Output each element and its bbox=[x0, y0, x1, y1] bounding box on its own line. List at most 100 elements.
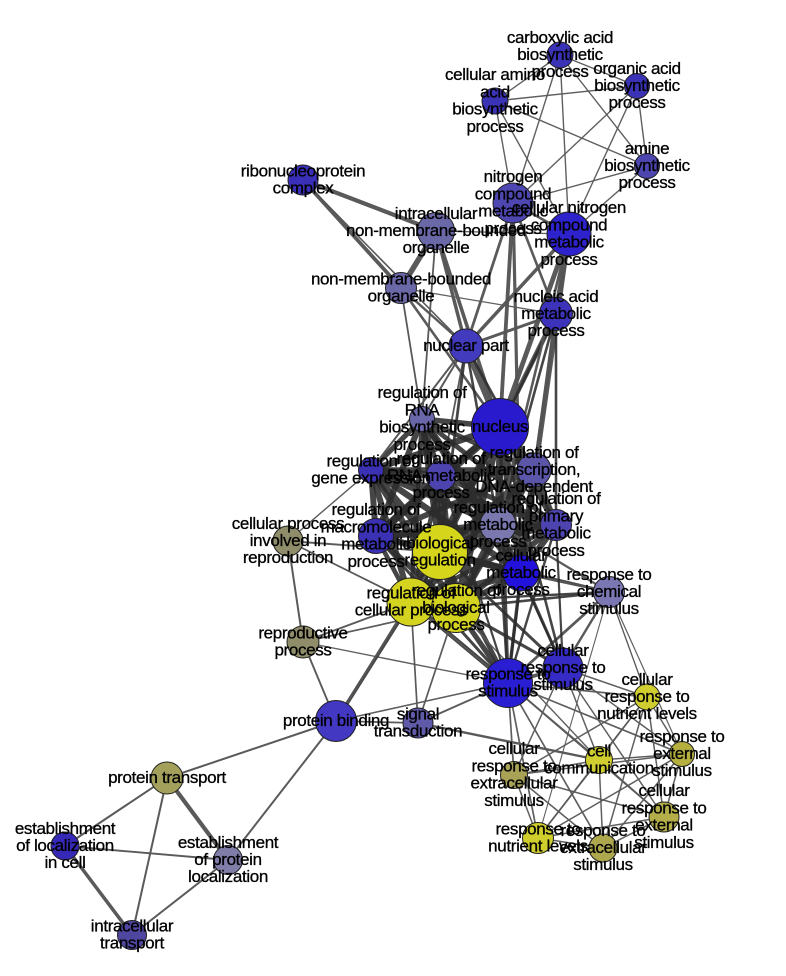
svg-text:biosynthetic: biosynthetic bbox=[452, 100, 538, 119]
svg-text:primary: primary bbox=[529, 506, 584, 525]
svg-text:regulation of: regulation of bbox=[326, 451, 416, 470]
svg-text:metabolic: metabolic bbox=[341, 535, 411, 554]
svg-text:process: process bbox=[527, 541, 584, 560]
svg-text:transduction: transduction bbox=[374, 722, 462, 741]
svg-text:macromolecule: macromolecule bbox=[321, 517, 432, 536]
svg-text:stimulus: stimulus bbox=[652, 761, 712, 780]
svg-text:process: process bbox=[466, 117, 523, 136]
svg-text:nitrogen: nitrogen bbox=[484, 167, 543, 186]
svg-text:intracellular: intracellular bbox=[395, 204, 478, 223]
svg-text:biosynthetic: biosynthetic bbox=[517, 45, 603, 64]
svg-text:of protein: of protein bbox=[194, 850, 261, 869]
svg-text:stimulus: stimulus bbox=[484, 791, 544, 810]
svg-text:cellular process: cellular process bbox=[232, 514, 345, 533]
svg-text:process: process bbox=[527, 321, 584, 340]
svg-text:regulation: regulation bbox=[404, 551, 475, 570]
svg-text:cell: cell bbox=[587, 741, 611, 760]
svg-text:extracellular: extracellular bbox=[559, 838, 647, 857]
svg-text:process: process bbox=[274, 641, 331, 660]
svg-text:response to: response to bbox=[640, 727, 725, 746]
svg-text:complex: complex bbox=[273, 179, 335, 198]
svg-text:stimulus: stimulus bbox=[573, 855, 633, 874]
svg-text:extracellular: extracellular bbox=[470, 774, 558, 793]
svg-text:biosynthetic: biosynthetic bbox=[379, 418, 465, 437]
svg-text:biosynthetic: biosynthetic bbox=[604, 156, 690, 175]
svg-text:of localization: of localization bbox=[16, 836, 114, 855]
svg-text:metabolic: metabolic bbox=[463, 515, 533, 534]
svg-text:stimulus: stimulus bbox=[634, 833, 694, 852]
svg-text:response to: response to bbox=[521, 658, 606, 677]
svg-text:organic acid: organic acid bbox=[593, 59, 680, 78]
svg-text:DNA-dependent: DNA-dependent bbox=[475, 477, 593, 496]
svg-text:cellular: cellular bbox=[488, 739, 540, 758]
svg-text:cellular amino: cellular amino bbox=[445, 65, 545, 84]
svg-text:cellular: cellular bbox=[621, 670, 673, 689]
svg-text:nutrient levels: nutrient levels bbox=[597, 704, 697, 723]
svg-text:metabolic: metabolic bbox=[534, 233, 604, 252]
svg-text:acid: acid bbox=[480, 82, 510, 101]
svg-text:localization: localization bbox=[188, 867, 268, 886]
svg-text:in cell: in cell bbox=[44, 853, 85, 872]
svg-text:response to: response to bbox=[561, 821, 646, 840]
svg-text:RNA: RNA bbox=[405, 400, 441, 419]
svg-text:process: process bbox=[608, 93, 665, 112]
svg-text:regulation of: regulation of bbox=[489, 443, 579, 462]
svg-text:cellular nitrogen: cellular nitrogen bbox=[512, 198, 626, 217]
svg-text:response to: response to bbox=[466, 664, 551, 683]
svg-text:response to: response to bbox=[472, 756, 557, 775]
svg-text:transport: transport bbox=[100, 934, 165, 953]
svg-text:protein transport: protein transport bbox=[108, 768, 226, 787]
svg-text:metabolic: metabolic bbox=[478, 202, 548, 221]
svg-text:process: process bbox=[427, 615, 484, 634]
svg-text:compound: compound bbox=[531, 215, 608, 234]
svg-text:response to: response to bbox=[567, 565, 652, 584]
svg-text:regulation of: regulation of bbox=[377, 383, 467, 402]
svg-text:regulation of: regulation of bbox=[396, 449, 486, 468]
svg-text:chemical: chemical bbox=[577, 582, 641, 601]
svg-text:nucleic acid: nucleic acid bbox=[514, 287, 599, 306]
svg-text:regulation of: regulation of bbox=[411, 581, 501, 600]
svg-text:response to: response to bbox=[496, 819, 581, 838]
svg-text:intracellular: intracellular bbox=[91, 916, 174, 935]
svg-text:regulation of: regulation of bbox=[331, 500, 421, 519]
svg-text:signal: signal bbox=[397, 704, 439, 723]
svg-text:external: external bbox=[653, 744, 711, 763]
svg-text:metabolic: metabolic bbox=[521, 524, 591, 543]
svg-text:cellular: cellular bbox=[495, 546, 547, 565]
svg-text:transcription,: transcription, bbox=[488, 460, 580, 479]
svg-text:process: process bbox=[347, 552, 404, 571]
svg-text:biological: biological bbox=[422, 598, 489, 617]
svg-text:organelle: organelle bbox=[403, 238, 470, 257]
svg-text:carboxylic acid: carboxylic acid bbox=[507, 28, 613, 47]
svg-text:gene expression: gene expression bbox=[311, 469, 431, 488]
svg-text:establishment: establishment bbox=[15, 819, 116, 838]
svg-text:process: process bbox=[469, 532, 526, 551]
svg-text:involved in: involved in bbox=[250, 531, 326, 550]
svg-text:process: process bbox=[393, 435, 450, 454]
svg-text:stimulus: stimulus bbox=[478, 682, 538, 701]
svg-text:protein binding: protein binding bbox=[283, 711, 389, 730]
svg-text:regulation of: regulation of bbox=[366, 583, 456, 602]
svg-text:organelle: organelle bbox=[368, 287, 435, 306]
svg-text:biosynthetic: biosynthetic bbox=[594, 76, 680, 95]
svg-text:biological: biological bbox=[406, 533, 473, 552]
svg-text:cellular process: cellular process bbox=[355, 601, 468, 620]
svg-text:amine: amine bbox=[625, 139, 670, 158]
svg-text:establishment: establishment bbox=[178, 833, 279, 852]
svg-text:stimulus: stimulus bbox=[533, 675, 593, 694]
svg-text:RNA metabolic: RNA metabolic bbox=[387, 466, 496, 485]
svg-text:non-membrane-bounded: non-membrane-bounded bbox=[311, 269, 491, 288]
svg-text:regulation of: regulation of bbox=[453, 498, 543, 517]
svg-text:cellular: cellular bbox=[537, 641, 589, 660]
svg-text:nucleus: nucleus bbox=[472, 417, 528, 436]
svg-text:process: process bbox=[412, 483, 469, 502]
svg-text:nuclear part: nuclear part bbox=[423, 336, 509, 355]
svg-text:process: process bbox=[618, 173, 675, 192]
svg-text:non-membrane-bounded: non-membrane-bounded bbox=[346, 221, 526, 240]
svg-text:stimulus: stimulus bbox=[579, 599, 639, 618]
svg-text:regulation of: regulation of bbox=[511, 489, 601, 508]
svg-text:cellular: cellular bbox=[638, 781, 690, 800]
svg-text:process: process bbox=[492, 580, 549, 599]
svg-text:process: process bbox=[540, 250, 597, 269]
svg-text:ribonucleoprotein: ribonucleoprotein bbox=[241, 161, 365, 180]
